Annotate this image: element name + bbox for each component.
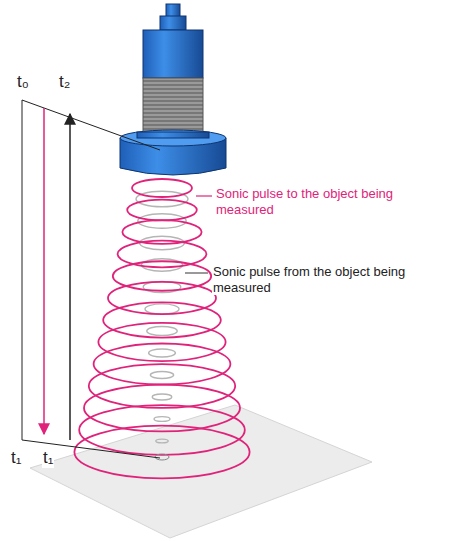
outgoing-ring (74, 426, 249, 479)
time-label: t₁ (42, 448, 54, 468)
floor (30, 405, 372, 538)
reference-line (22, 100, 23, 440)
time-label: t₂ (58, 72, 71, 92)
sonic-rings (74, 179, 249, 478)
outgoing-ring (84, 385, 240, 432)
outgoing-ring (98, 323, 225, 361)
return-ring (156, 439, 168, 443)
outgoing-ring (103, 302, 221, 337)
outgoing-ring (132, 179, 192, 197)
outgoing-time-arrow (43, 108, 45, 434)
return-ring (152, 394, 172, 400)
return-ring (149, 349, 176, 357)
outgoing-ring (89, 364, 235, 408)
return-ring (154, 417, 170, 422)
outgoing-ring (127, 200, 197, 221)
target-spot (155, 454, 169, 460)
callout-text: Sonic pulse from the object being measur… (212, 264, 424, 295)
reference-line (22, 100, 160, 150)
callout-text: Sonic pulse to the object being measured (215, 186, 417, 217)
outgoing-ring (79, 405, 245, 455)
time-label: t₁ (10, 448, 22, 468)
leader-line (196, 195, 212, 196)
outgoing-ring (118, 241, 207, 268)
return-ring (147, 326, 177, 335)
time-label: t₀ (16, 72, 30, 92)
ultrasonic-sensor (120, 4, 226, 175)
return-ring (145, 304, 179, 314)
leader-line (185, 272, 208, 273)
return-time-arrow (69, 114, 71, 440)
outgoing-ring (108, 282, 216, 314)
return-ring (150, 372, 173, 379)
